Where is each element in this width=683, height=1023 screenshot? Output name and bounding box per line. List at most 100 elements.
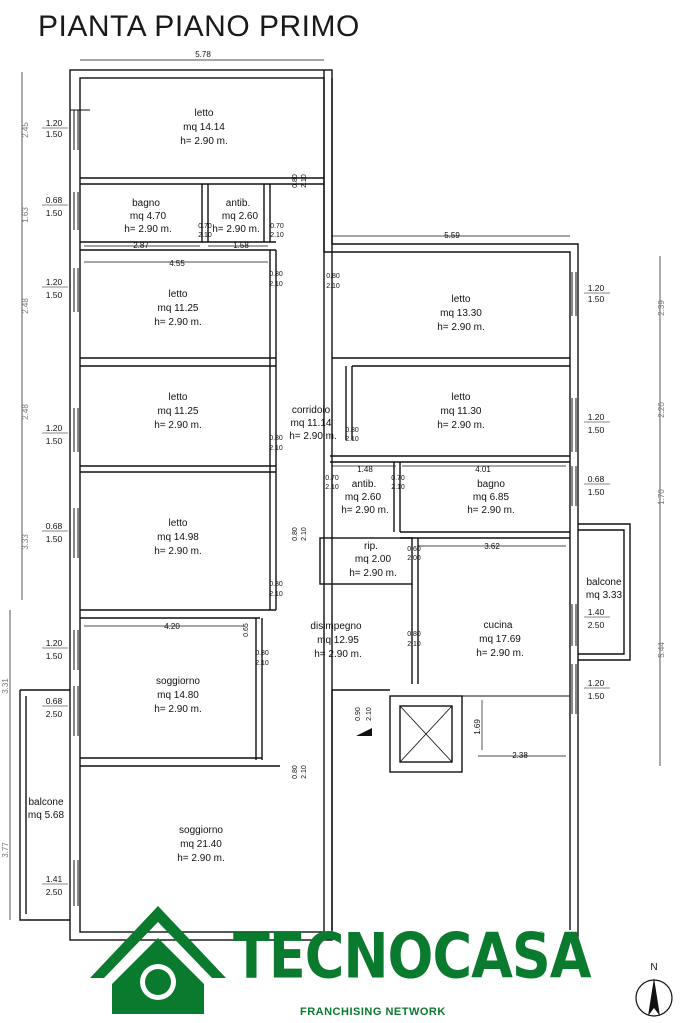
room-name: rip.	[364, 541, 378, 552]
room-name: cucina	[484, 620, 513, 631]
svg-text:2.10: 2.10	[269, 281, 283, 288]
svg-text:1.20: 1.20	[46, 118, 63, 128]
svg-text:0.90: 0.90	[355, 707, 362, 721]
dim-left-6: 3.31	[1, 678, 10, 694]
room-height: h= 2.90 m.	[154, 317, 202, 328]
window-label: 1.201.50	[42, 638, 68, 661]
room-height: h= 2.90 m.	[124, 224, 172, 235]
svg-text:0.70: 0.70	[270, 223, 284, 230]
door-label: 0.802.10	[255, 650, 269, 667]
room-area: mq 21.40	[180, 839, 222, 850]
room-height: h= 2.90 m.	[212, 224, 260, 235]
dim-left-2: 1.63	[21, 207, 30, 223]
svg-text:0.68: 0.68	[588, 474, 605, 484]
door-label: 0.702.10	[270, 223, 284, 239]
window-labels: 1.201.50 0.681.50 1.201.50 1.201.50 0.68…	[42, 118, 610, 897]
svg-text:0.70: 0.70	[198, 223, 212, 230]
room-area: mq 2.00	[355, 554, 392, 565]
svg-text:0.80: 0.80	[255, 650, 269, 657]
svg-text:0.60: 0.60	[407, 546, 421, 553]
room-height: h= 2.90 m.	[467, 505, 515, 516]
room-height: h= 2.90 m.	[476, 648, 524, 659]
svg-text:1.50: 1.50	[46, 651, 63, 661]
svg-text:0.70: 0.70	[325, 475, 339, 482]
room-letto-6: letto mq 11.30 h= 2.90 m.	[437, 392, 485, 431]
svg-text:0.80: 0.80	[407, 631, 421, 638]
door-label: 0.70 2.10	[391, 475, 405, 491]
door-label: 0.802.10	[269, 435, 283, 452]
room-height: h= 2.90 m.	[349, 568, 397, 579]
svg-text:0.68: 0.68	[46, 195, 63, 205]
room-antib-1: antib. mq 2.60 h= 2.90 m.	[212, 198, 260, 235]
room-height: h= 2.90 m.	[341, 505, 389, 516]
svg-text:1.41: 1.41	[46, 874, 63, 884]
svg-text:0.80: 0.80	[269, 271, 283, 278]
svg-text:2.10: 2.10	[269, 591, 283, 598]
door-label: 0.602.00	[407, 546, 421, 562]
window-marks	[70, 109, 577, 906]
dim-left-5: 3.33	[21, 534, 30, 550]
room-area: mq 11.14	[291, 418, 332, 429]
room-name: balcone	[586, 577, 621, 588]
svg-text:0.80: 0.80	[326, 273, 340, 280]
dimension-lines	[9, 72, 661, 920]
svg-text:1.50: 1.50	[46, 129, 63, 139]
svg-text:0.65: 0.65	[243, 623, 250, 637]
svg-text:1.40: 1.40	[588, 607, 605, 617]
svg-text:2.10: 2.10	[391, 484, 405, 491]
svg-text:1.20: 1.20	[588, 283, 605, 293]
room-name: antib.	[352, 479, 376, 490]
room-area: mq 3.33	[586, 590, 623, 601]
room-area: mq 2.60	[222, 211, 259, 222]
room-height: h= 2.90 m.	[180, 136, 228, 147]
room-disimpegno: disimpegno mq 12.95 h= 2.90 m.	[310, 621, 362, 660]
brand-tagline: FRANCHISING NETWORK	[300, 1006, 446, 1018]
room-letto-4: letto mq 14.98 h= 2.90 m.	[154, 518, 202, 557]
room-height: h= 2.90 m.	[289, 431, 337, 442]
room-name: letto	[195, 108, 214, 119]
room-letto-2: letto mq 11.25 h= 2.90 m.	[154, 289, 202, 328]
dim-right-4: 5.44	[657, 642, 666, 658]
room-letto-5: letto mq 13.30 h= 2.90 m.	[437, 294, 485, 333]
window-label: 1.201.50	[584, 283, 610, 304]
window-label: 1.201.50	[42, 423, 68, 446]
dim-right-1: 2.39	[657, 300, 666, 316]
svg-text:0.80: 0.80	[269, 581, 283, 588]
window-label: 0.681.50	[42, 521, 68, 544]
room-soggiorno-1: soggiorno mq 14.80 h= 2.90 m.	[154, 676, 202, 715]
door-label: 0.702.10	[198, 223, 212, 239]
window-label: 1.201.50	[42, 118, 68, 139]
svg-text:0.70: 0.70	[391, 475, 405, 482]
room-area: mq 14.14	[183, 122, 225, 133]
window-label: 0.681.50	[584, 474, 610, 497]
svg-text:0.80: 0.80	[269, 435, 283, 442]
north-arrow-icon: N	[635, 962, 673, 1017]
room-area: mq 11.30	[441, 406, 482, 417]
brand-name: TECNOCASA	[233, 920, 592, 993]
room-name: disimpegno	[310, 621, 362, 632]
brand-registered-mark: ®	[538, 930, 545, 940]
room-name: letto	[169, 392, 188, 403]
dim-antib2-width: 1.48	[357, 465, 373, 474]
window-label: 0.682.50	[42, 696, 68, 719]
window-label: 1.201.50	[584, 412, 610, 435]
dim-bagno-width: 2.87	[133, 241, 149, 250]
svg-text:1.50: 1.50	[46, 436, 63, 446]
room-height: h= 2.90 m.	[437, 322, 485, 333]
room-corridoio: corridoio mq 11.14 h= 2.90 m.	[289, 405, 337, 442]
svg-text:0.68: 0.68	[46, 696, 63, 706]
window-label: 0.681.50	[42, 195, 68, 218]
window-label: 1.201.50	[42, 277, 68, 300]
room-area: mq 5.68	[28, 810, 65, 821]
window-label: 1.201.50	[584, 678, 610, 701]
room-name: letto	[452, 392, 471, 403]
svg-text:1.50: 1.50	[588, 294, 605, 304]
room-balcone-1: balcone mq 5.68	[28, 797, 65, 821]
room-height: h= 2.90 m.	[154, 546, 202, 557]
room-area: mq 6.85	[473, 492, 510, 503]
svg-text:0.80: 0.80	[292, 527, 299, 541]
door-label: 0.702.10	[325, 475, 339, 491]
